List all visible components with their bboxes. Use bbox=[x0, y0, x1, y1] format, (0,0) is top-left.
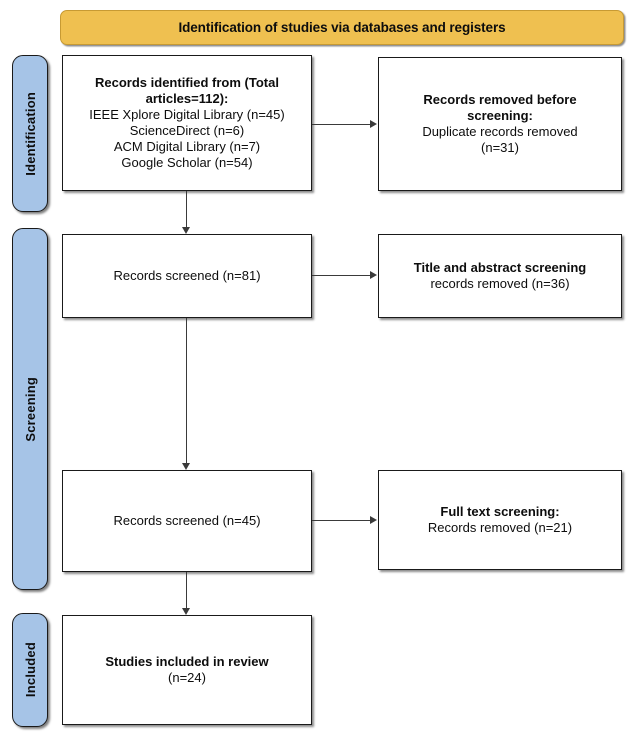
line-6: Google Scholar (n=54) bbox=[121, 154, 253, 170]
arrow-identified-to-removed bbox=[370, 120, 377, 128]
line-1: Title and abstract screening bbox=[413, 260, 587, 276]
line-2: articles=112): bbox=[145, 91, 229, 107]
connector-screened81-to-screened45 bbox=[186, 318, 187, 463]
box-records-screened-45-text: Records screened (n=45) bbox=[113, 513, 260, 529]
line-1: Records screened (n=45) bbox=[113, 513, 261, 528]
arrow-identified-to-screened81 bbox=[181, 227, 190, 234]
stage-label-identification: Identification bbox=[22, 91, 38, 176]
box-records-identified-text: Records identified from (Total articles=… bbox=[89, 75, 284, 171]
box-records-screened-45: Records screened (n=45) bbox=[62, 470, 312, 572]
line-4: (n=31) bbox=[481, 139, 519, 155]
box-full-text-screening: Full text screening: Records removed (n=… bbox=[378, 470, 622, 570]
box-title-abstract-screening-text: Title and abstract screening records rem… bbox=[414, 260, 586, 292]
arrow-screened45-to-full-text bbox=[370, 516, 377, 524]
box-studies-included-text: Studies included in review (n=24) bbox=[105, 654, 268, 686]
line-5: ACM Digital Library (n=7) bbox=[113, 138, 261, 154]
stage-pill-identification: Identification bbox=[12, 55, 48, 212]
line-1: Records identified from (Total bbox=[95, 75, 279, 91]
line-2: (n=24) bbox=[168, 670, 206, 685]
line-3: IEEE Xplore Digital Library (n=45) bbox=[89, 107, 285, 123]
stage-label-included: Included bbox=[22, 642, 38, 698]
box-records-identified: Records identified from (Total articles=… bbox=[62, 55, 312, 191]
arrow-screened81-to-screened45 bbox=[181, 463, 190, 470]
box-records-screened-81: Records screened (n=81) bbox=[62, 234, 312, 318]
arrow-screened81-to-title-abstract bbox=[370, 271, 377, 279]
diagram-title: Identification of studies via databases … bbox=[178, 20, 506, 35]
line-1: Full text screening: bbox=[440, 504, 560, 520]
box-records-removed-text: Records removed before screening: Duplic… bbox=[422, 92, 577, 156]
box-full-text-screening-text: Full text screening: Records removed (n=… bbox=[428, 504, 572, 536]
connector-identified-to-screened81 bbox=[186, 191, 187, 227]
box-records-removed-before-screening: Records removed before screening: Duplic… bbox=[378, 57, 622, 191]
connector-screened81-to-title-abstract bbox=[312, 275, 370, 276]
line-2: Records removed (n=21) bbox=[427, 520, 573, 535]
line-3: Duplicate records removed bbox=[422, 124, 578, 139]
line-1: Studies included in review bbox=[105, 654, 269, 670]
box-studies-included: Studies included in review (n=24) bbox=[62, 615, 312, 725]
line-1: Records screened (n=81) bbox=[113, 268, 261, 283]
stage-pill-included: Included bbox=[12, 613, 48, 727]
box-title-abstract-screening: Title and abstract screening records rem… bbox=[378, 234, 622, 318]
line-4: ScienceDirect (n=6) bbox=[129, 123, 245, 138]
diagram-header-banner: Identification of studies via databases … bbox=[60, 10, 624, 45]
line-2: screening: bbox=[467, 108, 533, 124]
line-1: Records removed before bbox=[423, 92, 577, 108]
line-2: records removed (n=36) bbox=[430, 276, 570, 291]
arrow-screened45-to-included bbox=[181, 608, 190, 615]
stage-pill-screening: Screening bbox=[12, 228, 48, 590]
box-records-screened-81-text: Records screened (n=81) bbox=[113, 268, 260, 284]
connector-identified-to-removed bbox=[312, 124, 370, 125]
connector-screened45-to-included bbox=[186, 572, 187, 608]
connector-screened45-to-full-text bbox=[312, 520, 370, 521]
stage-label-screening: Screening bbox=[22, 376, 38, 442]
